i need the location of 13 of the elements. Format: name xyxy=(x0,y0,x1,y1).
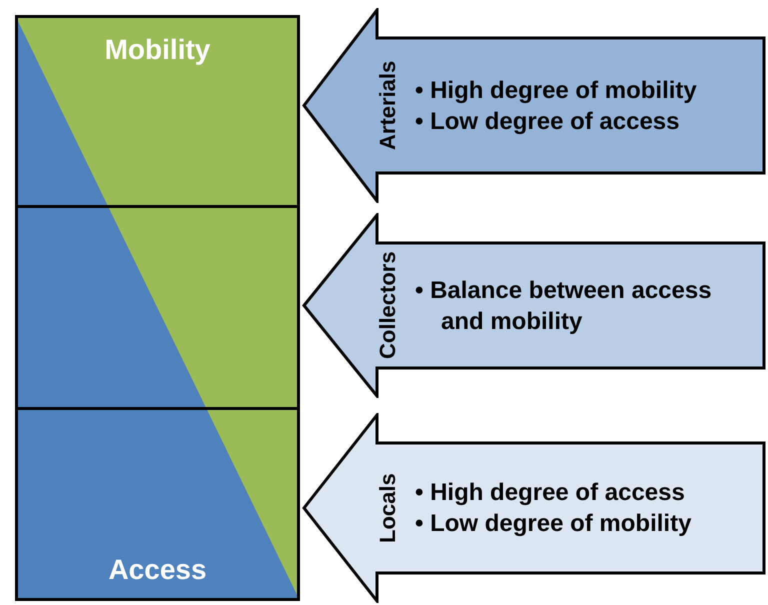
band-section xyxy=(15,407,300,601)
band-title: Mobility xyxy=(104,34,212,66)
band-title: Access xyxy=(107,554,208,586)
bullet-text: • High degree of mobility xyxy=(415,76,698,106)
bullet-text: • Low degree of mobility xyxy=(415,509,692,540)
arrow-label: Collectors xyxy=(375,250,401,362)
arrow-label: Arterials xyxy=(375,60,401,152)
band-section xyxy=(15,15,300,208)
bullet-text: • Balance between access and mobility xyxy=(415,276,713,337)
arrow-label: Locals xyxy=(375,472,401,545)
band-section xyxy=(15,205,300,410)
bullet-text: • Low degree of access xyxy=(415,106,681,137)
bullet-text: • High degree of access xyxy=(415,478,686,508)
